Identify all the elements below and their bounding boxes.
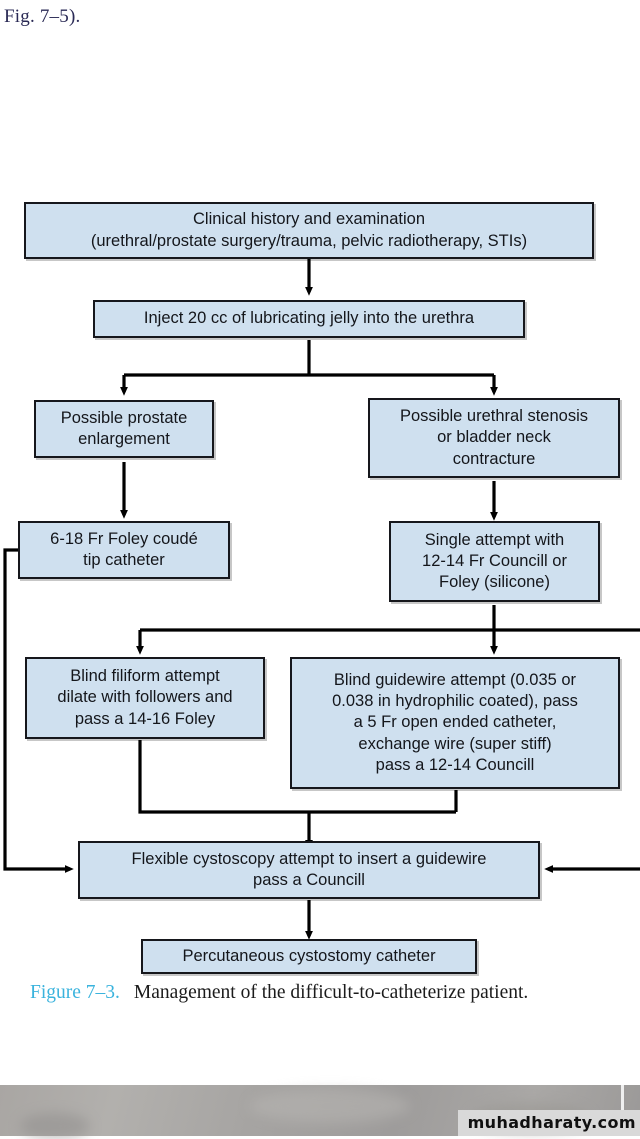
line: Flexible cystoscopy attempt to insert a … — [131, 849, 487, 868]
watermark: muhadharaty.com — [457, 1110, 640, 1136]
line: Blind filiform attempt — [70, 667, 220, 686]
line: 12-14 Fr Councill or — [422, 551, 567, 570]
node-flexible-cystoscopy[interactable]: Flexible cystoscopy attempt to insert a … — [78, 841, 540, 899]
node-blind-guidewire-attempt[interactable]: Blind guidewire attempt (0.035 or 0.038 … — [290, 657, 620, 789]
watermark-tick — [621, 1085, 624, 1111]
node-possible-prostate-enlargement[interactable]: Possible prostate enlargement — [34, 400, 214, 458]
line: a 5 Fr open ended catheter, — [353, 713, 557, 732]
line: Foley (silicone) — [439, 573, 550, 592]
node-inject-jelly-text: Inject 20 cc of lubricating jelly into t… — [143, 309, 475, 328]
figure-number: Figure 7–3. — [30, 982, 120, 1003]
line: enlargement — [78, 430, 170, 448]
node-blind-guidewire-attempt-text: Blind guidewire attempt (0.035 or 0.038 … — [298, 670, 612, 776]
edge-n7-elbow — [138, 740, 456, 814]
line: 6-18 Fr Foley coudé — [50, 529, 198, 548]
running-text: Fig. 7–5). — [4, 6, 81, 27]
flowchart-connectors — [3, 259, 640, 940]
node-foley-coude-catheter[interactable]: 6-18 Fr Foley coudé tip catheter — [18, 521, 230, 579]
node-possible-urethral-stenosis[interactable]: Possible urethral stenosis or bladder ne… — [368, 398, 620, 478]
line: exchange wire (super stiff) — [358, 734, 552, 753]
line: Possible prostate — [60, 408, 188, 427]
node-flexible-cystoscopy-text: Flexible cystoscopy attempt to insert a … — [86, 849, 532, 891]
node-clinical-history-text: Clinical history and examination (urethr… — [32, 209, 586, 251]
line: 0.038 in hydrophilic coated), pass — [332, 692, 578, 711]
flowchart: Clinical history and examination (urethr… — [3, 202, 640, 974]
line: pass a 14-16 Foley — [74, 709, 216, 728]
node-blind-filiform-attempt[interactable]: Blind filiform attempt dilate with follo… — [25, 657, 265, 739]
line: dilate with followers and — [57, 688, 233, 707]
edge-left-loop — [3, 548, 74, 873]
node-percutaneous-cystostomy-text: Percutaneous cystostomy catheter — [182, 946, 436, 965]
node-possible-prostate-enlargement-text: Possible prostate enlargement — [42, 408, 206, 450]
line: pass a Councill — [253, 871, 365, 889]
line: Possible urethral stenosis — [399, 407, 588, 426]
node-single-attempt-councill[interactable]: Single attempt with 12-14 Fr Councill or… — [389, 521, 600, 602]
line: (urethral/prostate surgery/trauma, pelvi… — [90, 231, 528, 250]
node-single-attempt-councill-text: Single attempt with 12-14 Fr Councill or… — [397, 530, 592, 593]
line: pass a 12-14 Councill — [375, 755, 535, 774]
figure-caption-text: Management of the difficult-to-catheteri… — [133, 982, 529, 1003]
node-percutaneous-cystostomy[interactable]: Percutaneous cystostomy catheter — [141, 939, 477, 974]
node-inject-jelly[interactable]: Inject 20 cc of lubricating jelly into t… — [93, 300, 525, 338]
line: Single attempt with — [424, 530, 565, 549]
line: tip catheter — [83, 551, 165, 569]
line: Blind guidewire attempt (0.035 or — [333, 671, 577, 690]
line: Clinical history and examination — [192, 210, 426, 229]
line: contracture — [452, 449, 536, 468]
node-clinical-history[interactable]: Clinical history and examination (urethr… — [24, 202, 594, 259]
node-possible-urethral-stenosis-text: Possible urethral stenosis or bladder ne… — [376, 406, 612, 469]
line: or bladder neck — [437, 428, 551, 447]
node-foley-coude-catheter-text: 6-18 Fr Foley coudé tip catheter — [26, 529, 222, 571]
figure-caption: Figure 7–3. Management of the difficult-t… — [30, 982, 630, 1004]
node-blind-filiform-attempt-text: Blind filiform attempt dilate with follo… — [33, 666, 257, 729]
